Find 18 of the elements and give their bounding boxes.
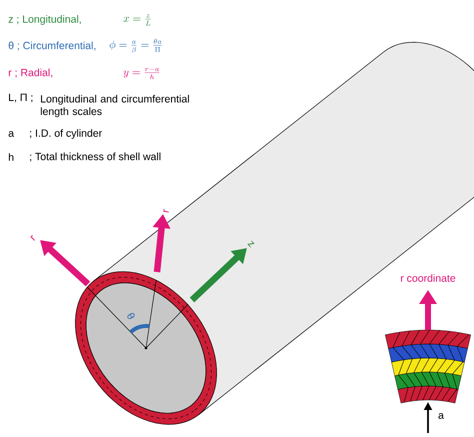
label-text: h: [8, 153, 14, 161]
label-text: θ ; Circumferential,: [8, 42, 96, 50]
label-text: r ; Radial,: [8, 68, 52, 78]
formula: $x=\frac{z}{L}$: [124, 14, 151, 26]
axis-label: z: [247, 240, 254, 248]
axis-label: r: [163, 208, 169, 212]
formula: $\phi=\frac{a}{\beta}=\frac{\theta a}{\Pi}$: [110, 38, 162, 54]
label-text: L, Π ;: [9, 94, 32, 102]
axis-label: r: [30, 234, 35, 241]
axis-label: a: [438, 413, 444, 419]
formula: $y=\frac{r-a}{h}$: [124, 68, 160, 80]
axis-label: r coordinate: [400, 274, 456, 282]
label-text: z ; Longitudinal,: [8, 15, 81, 25]
label-text: a: [8, 131, 14, 137]
label-text: Longitudinal and circumferential length scales: [40, 94, 189, 118]
angle-label: θ: [127, 313, 135, 319]
label-text: ; I.D. of cylinder: [30, 129, 102, 139]
label-text: ; Total thickness of shell wall: [30, 152, 160, 162]
